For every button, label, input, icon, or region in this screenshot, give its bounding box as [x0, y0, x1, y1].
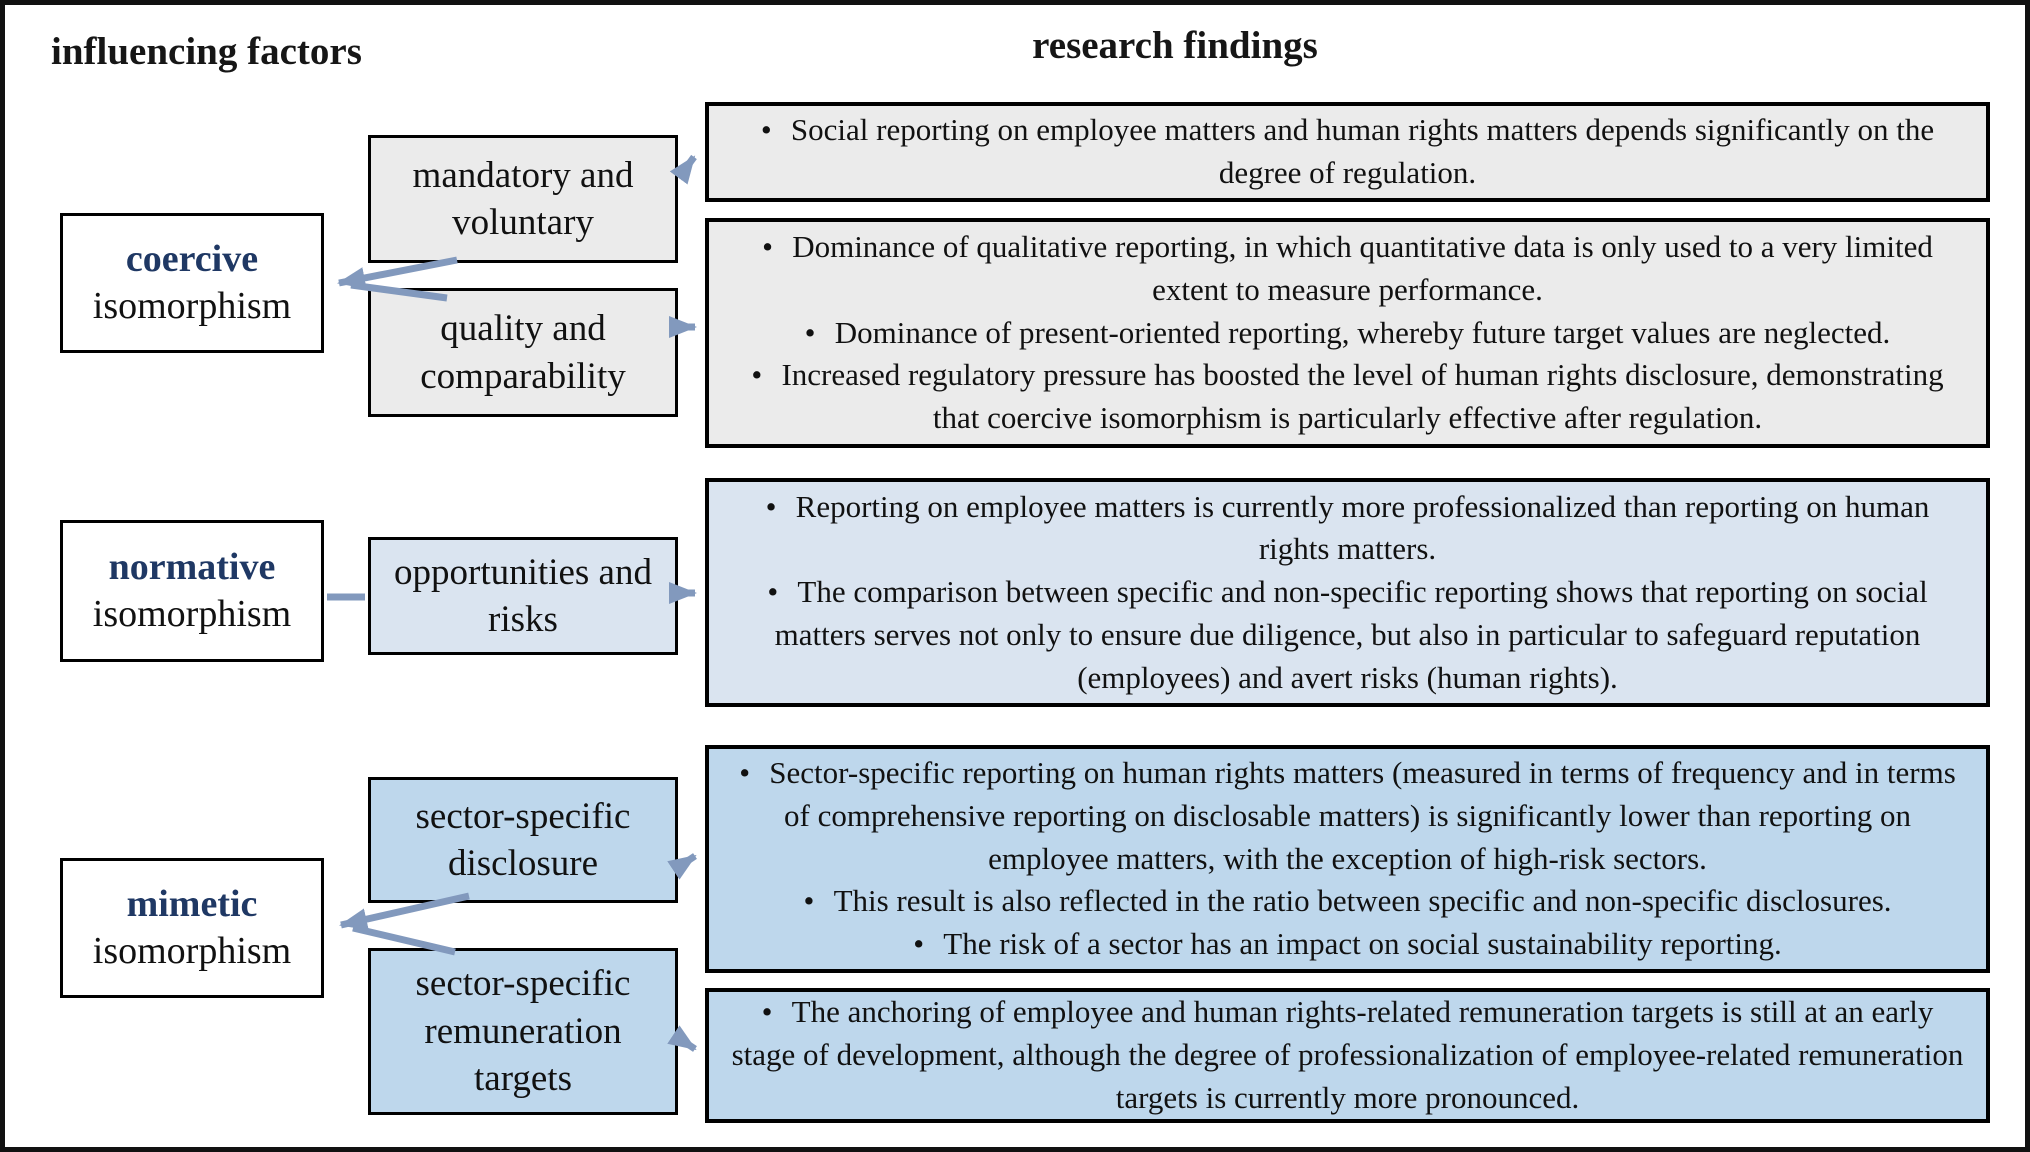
- finding-bullet: Social reporting on employee matters and…: [731, 109, 1964, 195]
- finding-bullet: The anchoring of employee and human righ…: [731, 991, 1964, 1119]
- finding-box-remuneration-targets: The anchoring of employee and human righ…: [705, 988, 1990, 1123]
- finding-bullet: Increased regulatory pressure has booste…: [731, 354, 1964, 440]
- finding-bullet: The risk of a sector has an impact on so…: [731, 923, 1964, 966]
- factor-label-coercive: coercive: [125, 237, 259, 280]
- factor-label-isomorphism: isomorphism: [92, 285, 292, 327]
- arrow-remuneration-to-finding: [667, 1025, 697, 1052]
- factor-box-mimetic-isomorphism: mimetic isomorphism: [60, 858, 324, 998]
- finding-bullet: Dominance of qualitative reporting, in w…: [731, 226, 1964, 312]
- influence-box-sector-specific-remuneration-targets: sector-specific remuneration targets: [368, 948, 678, 1115]
- influence-box-mandatory-and-voluntary: mandatory and voluntary: [368, 135, 678, 263]
- column-header-research-findings: research findings: [1032, 24, 1318, 67]
- arrow-merge-coercive: [337, 256, 458, 289]
- factor-box-coercive-isomorphism: coercive isomorphism: [60, 213, 324, 353]
- arrow-disclosure-to-finding: [667, 853, 697, 880]
- finding-box-quality-comparability: Dominance of qualitative reporting, in w…: [705, 218, 1990, 448]
- factor-label-mimetic: mimetic: [126, 882, 258, 925]
- finding-bullet: Reporting on employee matters is current…: [731, 486, 1964, 572]
- finding-box-opportunities-risks: Reporting on employee matters is current…: [705, 478, 1990, 707]
- finding-bullet: This result is also reflected in the rat…: [731, 880, 1964, 923]
- arrow-mandatory-to-finding: [669, 154, 697, 185]
- influence-label: quality and comparability: [420, 308, 626, 397]
- finding-box-sector-disclosure: Sector-specific reporting on human right…: [705, 745, 1990, 973]
- influence-box-sector-specific-disclosure: sector-specific disclosure: [368, 777, 678, 903]
- factor-label-isomorphism: isomorphism: [92, 930, 292, 972]
- finding-box-regulation: Social reporting on employee matters and…: [705, 102, 1990, 202]
- influence-label: sector-specific remuneration targets: [415, 963, 631, 1100]
- finding-bullet: The comparison between specific and non-…: [731, 571, 1964, 699]
- column-header-influencing-factors: influencing factors: [51, 30, 362, 73]
- influence-box-opportunities-and-risks: opportunities and risks: [368, 537, 678, 655]
- finding-bullet: Dominance of present-oriented reporting,…: [731, 312, 1964, 355]
- factor-label-isomorphism: isomorphism: [92, 593, 292, 635]
- influence-label: sector-specific disclosure: [415, 795, 631, 884]
- influence-box-quality-and-comparability: quality and comparability: [368, 288, 678, 417]
- finding-bullet: Sector-specific reporting on human right…: [731, 752, 1964, 880]
- factor-box-normative-isomorphism: normative isomorphism: [60, 520, 324, 662]
- influence-label: opportunities and risks: [394, 551, 652, 640]
- factor-label-normative: normative: [108, 545, 276, 588]
- influence-label: mandatory and voluntary: [412, 154, 634, 243]
